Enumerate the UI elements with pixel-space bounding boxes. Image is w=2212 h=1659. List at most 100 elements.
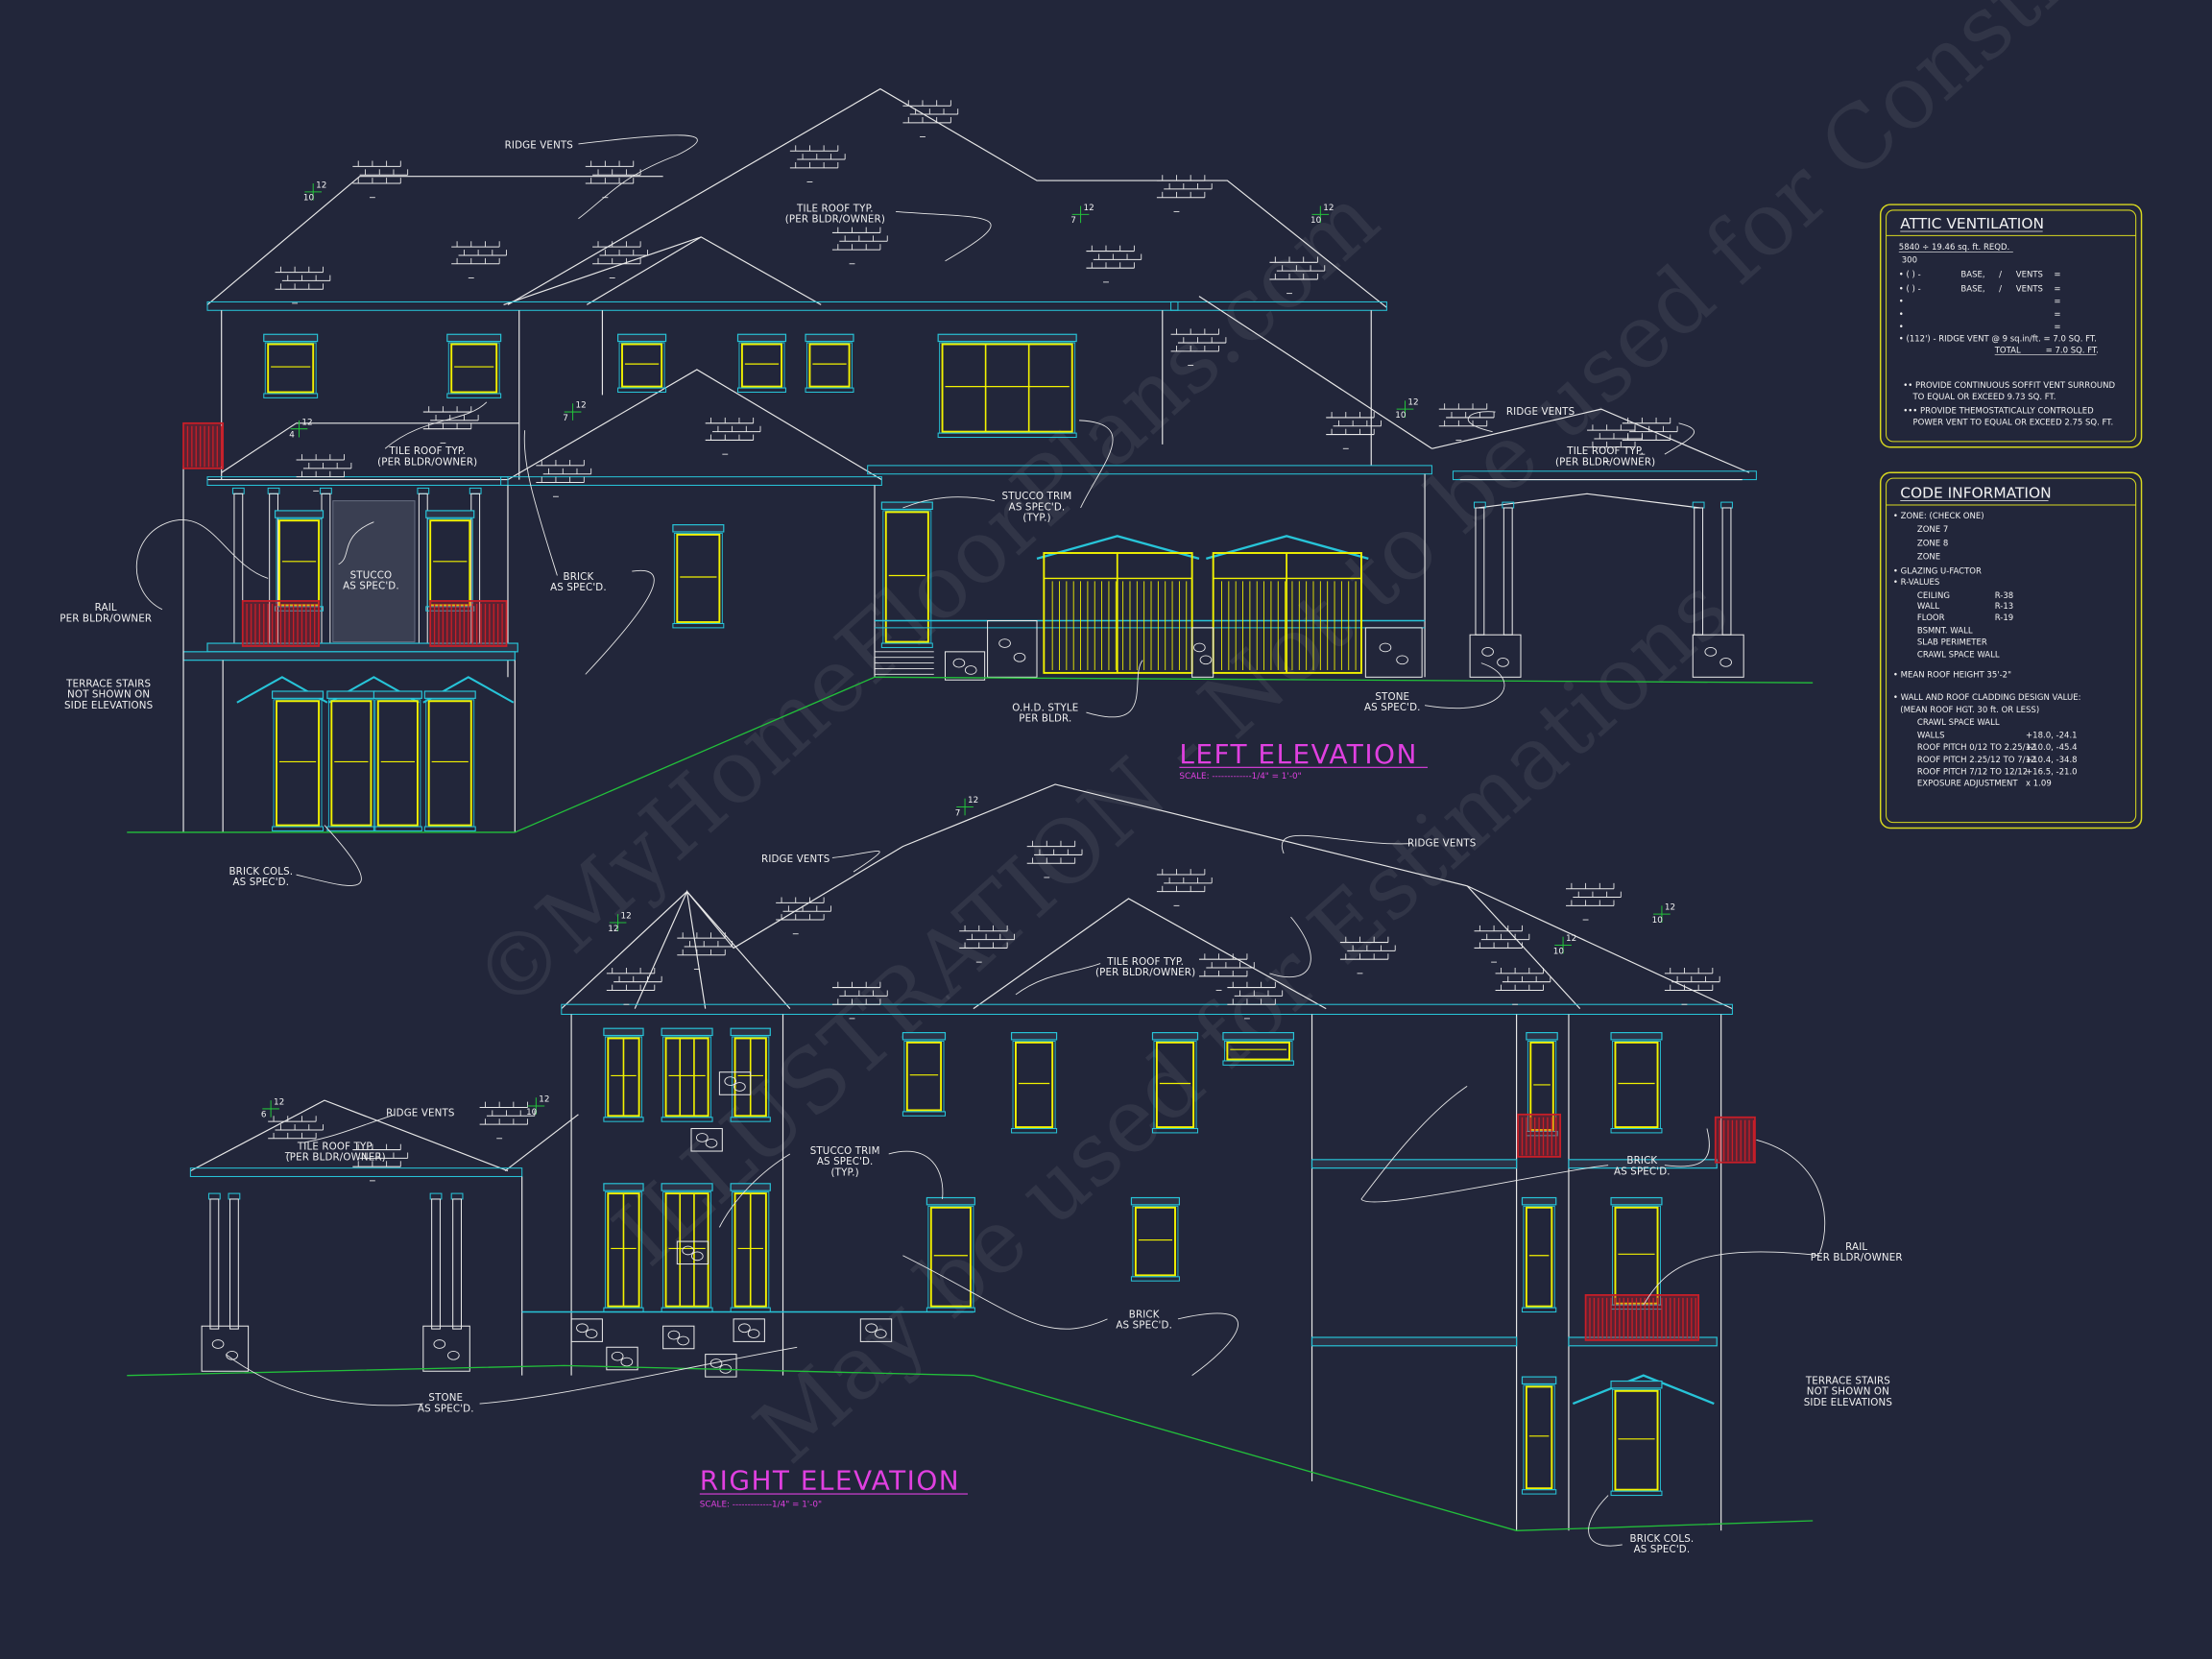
callout-text: STUCCO bbox=[350, 569, 393, 581]
attic-note: ••• PROVIDE THEMOSTATICALLY CONTROLLED bbox=[1903, 407, 2094, 417]
window-sill bbox=[373, 826, 422, 831]
callout-text: TILE ROOF TYP. bbox=[796, 203, 874, 214]
window bbox=[1525, 1385, 1553, 1490]
arch-trim bbox=[1572, 1374, 1715, 1406]
window-sill bbox=[805, 387, 854, 394]
window-sill bbox=[730, 1117, 771, 1122]
window-sill bbox=[937, 432, 1077, 439]
callout-text: TILE ROOF TYP. bbox=[1106, 956, 1184, 968]
code-line: WALL bbox=[1917, 602, 1940, 612]
window-header bbox=[880, 501, 933, 511]
pitch-rise: 12 bbox=[1407, 398, 1418, 408]
attic-required: 5840 ÷ 19.46 sq. ft. REQD. bbox=[1899, 243, 2009, 252]
code-line: • R-VALUES bbox=[1893, 578, 1939, 588]
leader-line bbox=[1664, 1128, 1710, 1167]
tile-hatch bbox=[268, 1116, 324, 1153]
window-sill bbox=[736, 387, 786, 394]
code-value: +16.5, -21.0 bbox=[2026, 768, 2078, 778]
callout-text: AS SPEC'D. bbox=[418, 1403, 474, 1414]
leader-line bbox=[1269, 916, 1311, 978]
window-sill bbox=[275, 606, 325, 612]
attic-row-slash: / bbox=[1999, 284, 2002, 294]
window-header bbox=[1526, 1032, 1558, 1041]
attic-total-value: = 7.0 SQ. FT. bbox=[2046, 346, 2099, 355]
window bbox=[1614, 1041, 1659, 1128]
window bbox=[1015, 1041, 1054, 1128]
window bbox=[1155, 1041, 1195, 1128]
tile-hatch bbox=[705, 417, 761, 455]
window-sill bbox=[617, 387, 667, 394]
callout-text: TILE ROOF TYP. bbox=[1566, 445, 1644, 457]
tile-hatch bbox=[1156, 869, 1213, 906]
callout-text: BRICK COLS. bbox=[1630, 1533, 1695, 1545]
tile-hatch bbox=[789, 145, 846, 182]
window bbox=[1226, 1041, 1290, 1061]
window-trim bbox=[1612, 1388, 1661, 1492]
column bbox=[233, 493, 244, 647]
leader-line bbox=[902, 496, 996, 509]
window-sill bbox=[926, 1307, 975, 1313]
tile-hatch bbox=[1326, 412, 1382, 449]
tile-hatch bbox=[776, 897, 831, 935]
window bbox=[330, 700, 373, 827]
window-sill bbox=[272, 826, 325, 831]
window bbox=[1134, 1206, 1176, 1277]
tile-hatch bbox=[451, 241, 507, 278]
attic-row-eq: = bbox=[2054, 298, 2060, 307]
callout-text: TILE ROOF TYP. bbox=[388, 445, 466, 457]
column bbox=[228, 1198, 239, 1330]
column-cap bbox=[267, 487, 280, 494]
eave-fascia bbox=[867, 465, 1432, 475]
window-trim bbox=[806, 342, 853, 389]
window bbox=[1614, 1389, 1659, 1491]
window-sill bbox=[661, 1117, 713, 1122]
attic-row-eq: = bbox=[2054, 323, 2060, 332]
window-sill bbox=[1011, 1127, 1058, 1134]
callout-text: (TYP.) bbox=[1022, 512, 1050, 523]
code-line: ZONE 7 bbox=[1917, 525, 1948, 535]
window-header bbox=[1151, 1032, 1199, 1041]
callout-text: RAIL bbox=[95, 602, 117, 613]
leader-line bbox=[523, 430, 558, 576]
column-cap bbox=[1720, 501, 1733, 509]
stone-base bbox=[1191, 627, 1214, 678]
callout-text: NOT SHOWN ON bbox=[1807, 1386, 1889, 1398]
pitch-rise: 12 bbox=[316, 180, 326, 190]
callout-text: AS SPEC'D. bbox=[1009, 501, 1066, 513]
leader-line bbox=[831, 850, 880, 873]
tile-hatch bbox=[1622, 417, 1678, 455]
window-trim bbox=[1523, 1205, 1555, 1309]
pitch-run: 10 bbox=[1553, 947, 1565, 956]
attic-note: TO EQUAL OR EXCEED 9.73 SQ. FT. bbox=[1911, 393, 2056, 402]
window-trim bbox=[738, 342, 785, 389]
callout-text: STONE bbox=[428, 1392, 463, 1404]
tile-hatch bbox=[592, 241, 648, 278]
right-elevation-scale: SCALE: -------------1/4" = 1'-0" bbox=[700, 1500, 822, 1509]
window-header bbox=[263, 333, 319, 343]
tile-hatch bbox=[1269, 256, 1326, 295]
roof-gable bbox=[1431, 408, 1750, 473]
callout-text: RIDGE VENTS bbox=[1506, 406, 1575, 418]
pitch-run: 12 bbox=[608, 925, 618, 934]
attic-row-vents: VENTS bbox=[2016, 271, 2043, 280]
pitch-rise: 12 bbox=[1083, 204, 1094, 213]
column-cap bbox=[429, 1192, 443, 1200]
callout-text: AS SPEC'D. bbox=[1634, 1544, 1691, 1555]
leader-line bbox=[718, 1153, 791, 1228]
callout-text: TERRACE STAIRS bbox=[65, 679, 151, 690]
roof-line bbox=[586, 236, 702, 305]
window-sill bbox=[263, 393, 319, 398]
window bbox=[676, 533, 721, 623]
roof-outline bbox=[507, 87, 1387, 308]
leader-line bbox=[896, 210, 992, 262]
pitch-run: 10 bbox=[303, 194, 315, 204]
